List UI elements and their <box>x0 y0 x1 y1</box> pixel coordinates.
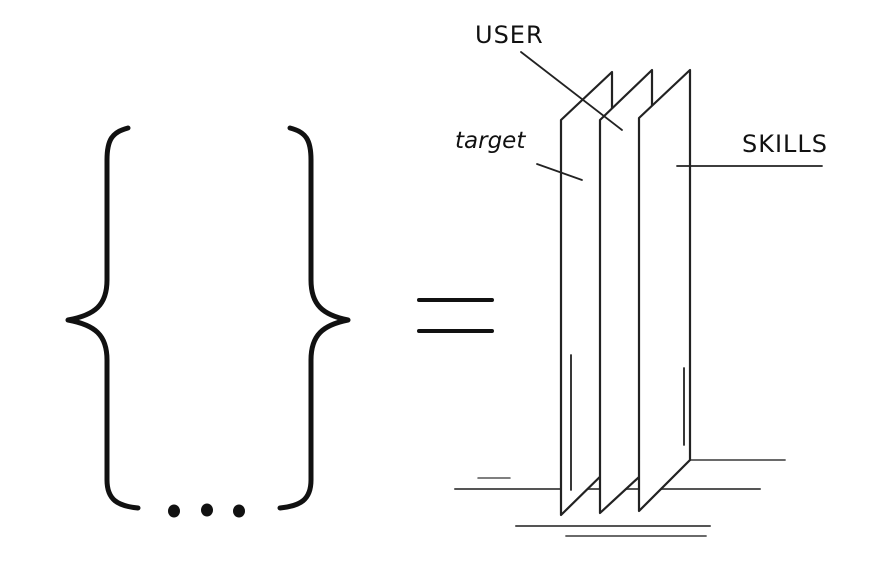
ellipsis-dot-3 <box>233 504 245 518</box>
left-brace <box>65 125 141 511</box>
label-target: target <box>455 128 526 154</box>
right-brace <box>277 125 351 511</box>
sheet-skills <box>637 68 692 513</box>
ellipsis-dots <box>168 503 245 518</box>
label-skills: SKILLS <box>742 130 828 158</box>
leader-user <box>520 51 623 131</box>
ellipsis-dot-1 <box>168 504 180 518</box>
leader-target <box>536 163 583 181</box>
leader-lines <box>520 51 823 181</box>
sheets-stack <box>559 68 692 517</box>
ellipsis-dot-2 <box>201 503 213 517</box>
label-user: USER <box>475 21 544 49</box>
equals-sign <box>417 298 494 333</box>
sheet-highlights <box>570 354 685 491</box>
